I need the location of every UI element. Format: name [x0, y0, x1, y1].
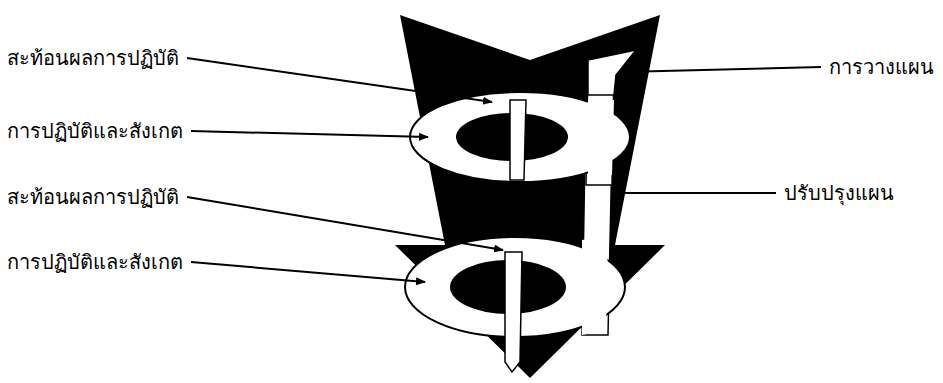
- leader-line: [612, 192, 776, 194]
- stage-label: การปฏิบัติและสังเกต: [5, 118, 185, 144]
- leader-line: [191, 262, 425, 282]
- leader-line: [187, 197, 503, 250]
- stage-label: สะท้อนผลการปฏิบัติ: [5, 184, 181, 210]
- spiral-band: [582, 236, 608, 335]
- stage-label: การปฏิบัติและสังเกต: [5, 249, 185, 275]
- leader-line: [622, 67, 821, 72]
- stage-label: การวางแผน: [827, 54, 936, 80]
- stage-label: ปรับปรุงแผน: [782, 180, 896, 206]
- big-arrow: [395, 15, 665, 378]
- spiral-stem: [510, 100, 526, 180]
- spiral-stem: [505, 252, 522, 372]
- leader-line: [187, 58, 492, 102]
- spiral-band: [588, 100, 614, 178]
- spiral-loop: [410, 92, 630, 182]
- leader-line: [191, 131, 428, 137]
- stage-label: สะท้อนผลการปฏิบัติ: [5, 45, 181, 71]
